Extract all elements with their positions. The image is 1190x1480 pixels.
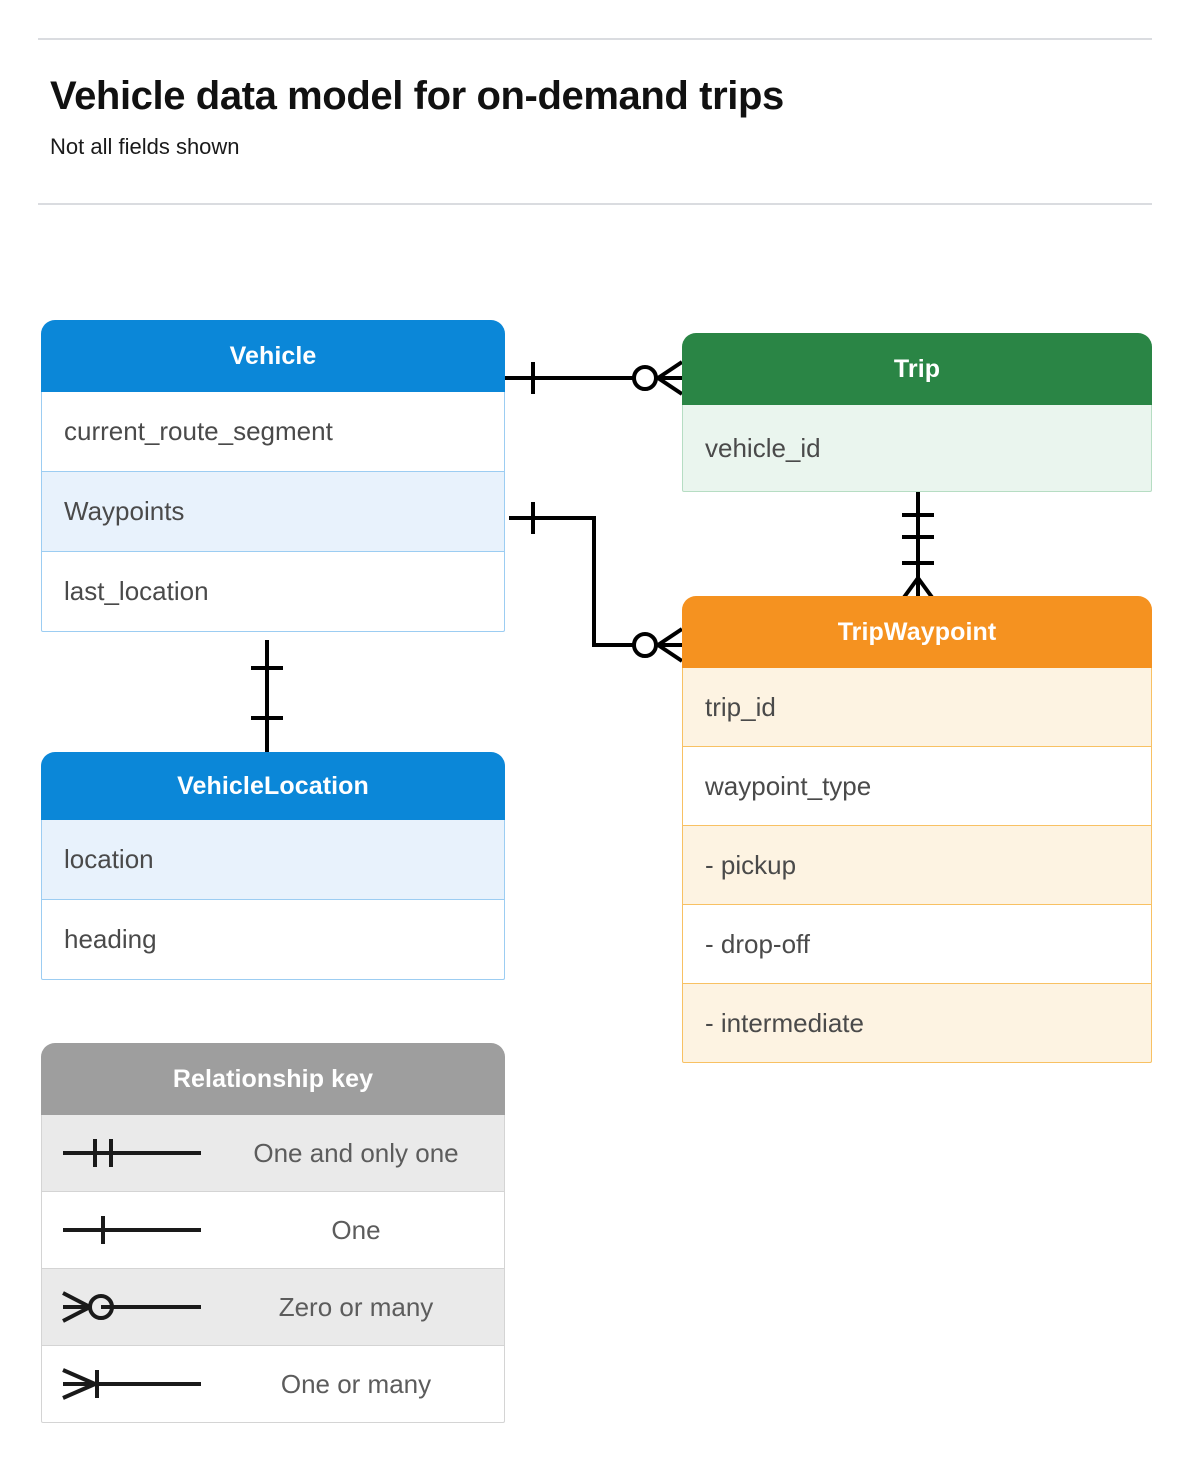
connector-trip-tripwaypoint <box>900 492 936 602</box>
legend-label: Zero or many <box>278 1291 434 1322</box>
entity-vehicle-field-waypoints[interactable]: Waypoints <box>41 472 505 552</box>
legend-relationship-key[interactable]: Relationship key One and only one One <box>41 1043 505 1423</box>
one-or-many-icon <box>42 1364 222 1404</box>
field-label: vehicle_id <box>705 432 821 463</box>
entity-trip-header: Trip <box>682 333 1152 405</box>
field-label: location <box>64 844 154 874</box>
field-label: - intermediate <box>705 1007 864 1038</box>
legend-row-one[interactable]: One <box>41 1192 505 1269</box>
entity-tripwaypoint-field-trip-id[interactable]: trip_id <box>682 668 1152 747</box>
entity-vehiclelocation[interactable]: VehicleLocation location heading <box>41 752 505 980</box>
entity-tripwaypoint-field-pickup[interactable]: - pickup <box>682 826 1152 905</box>
entity-tripwaypoint-field-intermediate[interactable]: - intermediate <box>682 984 1152 1063</box>
field-label: - pickup <box>705 849 797 880</box>
connector-vehicle-trip <box>505 360 684 396</box>
field-label: heading <box>64 924 157 954</box>
entity-vehiclelocation-field-heading[interactable]: heading <box>41 900 505 980</box>
entity-vehiclelocation-header: VehicleLocation <box>41 752 505 820</box>
legend-row-one-or-many[interactable]: One or many <box>41 1346 505 1423</box>
field-label: Waypoints <box>64 496 185 526</box>
entity-tripwaypoint-title: TripWaypoint <box>837 617 997 646</box>
field-label: last_location <box>64 576 209 606</box>
legend-label: One or many <box>280 1368 432 1399</box>
entity-tripwaypoint[interactable]: TripWaypoint trip_id waypoint_type - pic… <box>682 596 1152 1063</box>
entity-trip[interactable]: Trip vehicle_id <box>682 333 1152 492</box>
legend-label: One and only one <box>253 1137 459 1168</box>
connector-waypoints-tripwaypoint <box>509 502 684 663</box>
zero-or-many-icon <box>42 1287 222 1327</box>
one-and-only-one-icon <box>42 1133 222 1173</box>
entity-vehicle[interactable]: Vehicle current_route_segment Waypoints … <box>41 320 505 632</box>
entity-vehicle-field-current-route-segment[interactable]: current_route_segment <box>41 392 505 472</box>
connector-vehicle-vehiclelocation <box>251 640 283 752</box>
header-divider-top <box>38 38 1152 40</box>
field-label: waypoint_type <box>705 770 872 801</box>
entity-trip-field-vehicle-id[interactable]: vehicle_id <box>682 405 1152 492</box>
entity-tripwaypoint-field-dropoff[interactable]: - drop-off <box>682 905 1152 984</box>
entity-vehiclelocation-field-location[interactable]: location <box>41 820 505 900</box>
entity-vehicle-field-last-location[interactable]: last_location <box>41 552 505 632</box>
field-label: - drop-off <box>705 928 811 959</box>
entity-trip-title: Trip <box>893 354 941 383</box>
entity-vehiclelocation-title: VehicleLocation <box>177 771 369 800</box>
legend-row-zero-or-many[interactable]: Zero or many <box>41 1269 505 1346</box>
legend-label: One <box>331 1214 381 1245</box>
entity-tripwaypoint-field-waypoint-type[interactable]: waypoint_type <box>682 747 1152 826</box>
entity-vehicle-header: Vehicle <box>41 320 505 392</box>
one-icon <box>42 1210 222 1250</box>
header-divider-bottom <box>38 203 1152 205</box>
entity-tripwaypoint-header: TripWaypoint <box>682 596 1152 668</box>
page-subtitle: Not all fields shown <box>50 134 240 159</box>
page-title: Vehicle data model for on-demand trips <box>50 74 784 118</box>
field-label: current_route_segment <box>64 416 333 446</box>
legend-header: Relationship key <box>41 1043 505 1115</box>
field-label: trip_id <box>705 691 776 722</box>
legend-title: Relationship key <box>172 1064 374 1093</box>
legend-row-one-and-only-one[interactable]: One and only one <box>41 1115 505 1192</box>
entity-vehicle-title: Vehicle <box>229 341 317 370</box>
